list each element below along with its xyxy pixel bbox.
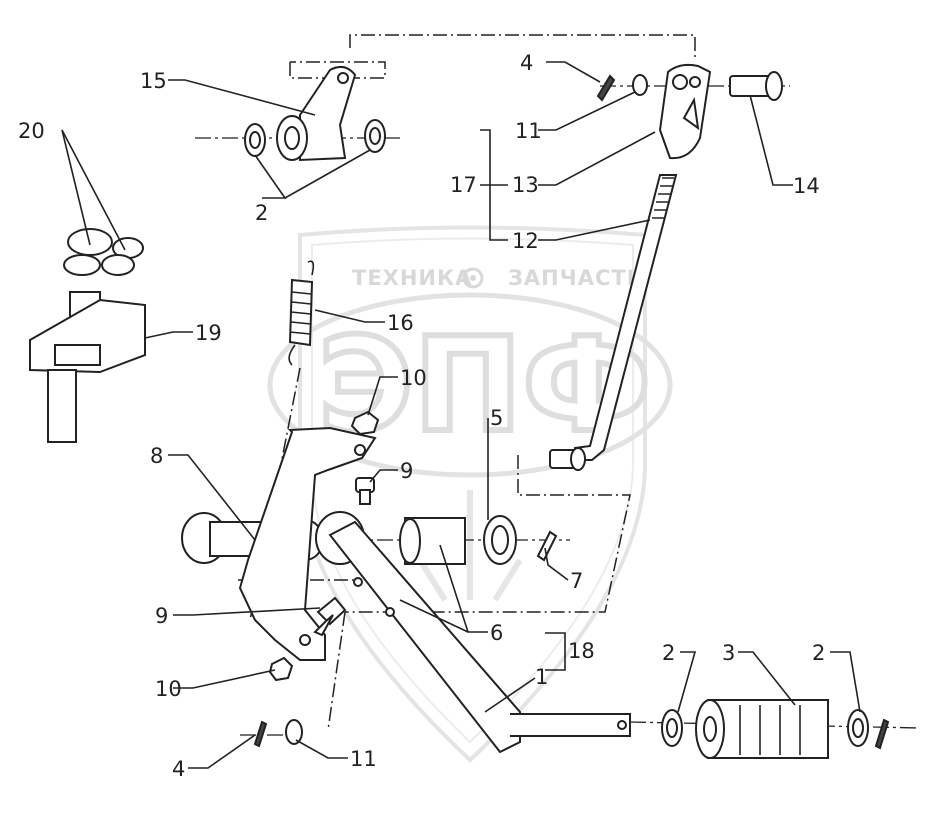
part-bracket-plate — [238, 426, 377, 661]
callout-9-top: 9 — [400, 459, 413, 483]
part-19-lever-block — [29, 291, 146, 443]
part-16-spring — [288, 260, 315, 366]
callout-7: 7 — [570, 569, 583, 593]
callout-10-bottom: 10 — [155, 677, 182, 701]
callout-16: 16 — [387, 311, 414, 335]
callout-11-top: 11 — [515, 119, 542, 143]
callout-8: 8 — [150, 444, 163, 468]
leader-lines — [61, 61, 861, 769]
watermark-shield-inner — [311, 237, 634, 744]
part-4-cotter-right — [874, 718, 890, 750]
callout-12: 12 — [512, 229, 539, 253]
part-13-clevis — [596, 63, 712, 160]
watermark-text-left: ТЕХНИКА — [352, 266, 472, 290]
part-20-bushing — [63, 228, 144, 276]
part-4-cotter-lower — [253, 720, 268, 748]
callout-2-right: 2 — [812, 641, 825, 665]
part-2-washer-right — [847, 709, 869, 747]
part-12-rod — [549, 174, 678, 471]
callout-10-top: 10 — [400, 366, 427, 390]
part-10-nut-upper — [350, 410, 380, 436]
part-10-nut-lower — [268, 656, 294, 682]
part-15-bracket — [244, 65, 386, 162]
part-2-washer-left — [661, 709, 683, 747]
callout-3: 3 — [722, 641, 735, 665]
callout-11-bottom: 11 — [350, 747, 377, 771]
callout-18: 18 — [568, 639, 595, 663]
callout-6: 6 — [490, 621, 503, 645]
gear-icon — [462, 267, 484, 289]
callout-9-bottom: 9 — [155, 604, 168, 628]
part-5-washer — [483, 515, 517, 565]
callout-5: 5 — [490, 406, 503, 430]
callout-20: 20 — [18, 119, 45, 143]
part-1-pedal-arm — [328, 520, 631, 754]
callout-1: 1 — [535, 665, 548, 689]
part-11-washer-lower — [285, 719, 303, 745]
watermark-ellipse — [267, 292, 673, 478]
callout-15: 15 — [140, 69, 167, 93]
part-6-bushing — [399, 517, 466, 565]
callout-13: 13 — [512, 173, 539, 197]
callout-19: 19 — [195, 321, 222, 345]
watermark-shield — [298, 225, 647, 763]
callout-labels: 15 20 2 4 11 17 13 12 14 16 19 10 5 8 9 … — [18, 51, 825, 781]
part-3-pedal-pad — [695, 699, 829, 759]
callout-2-left: 2 — [662, 641, 675, 665]
callout-2-top: 2 — [255, 201, 268, 225]
callout-4-top: 4 — [520, 51, 533, 75]
part-14-pin — [729, 71, 783, 101]
watermark-text-right: ЗАПЧАСТИ — [508, 266, 645, 290]
callout-4-bottom: 4 — [172, 757, 185, 781]
part-9-bolt-upper — [355, 477, 375, 505]
part-7-cotter-pin — [536, 530, 558, 562]
callout-17: 17 — [450, 173, 477, 197]
part-9-bolt-lower — [313, 596, 347, 637]
callout-14: 14 — [793, 174, 820, 198]
watermark-wheat-icon — [417, 490, 523, 602]
